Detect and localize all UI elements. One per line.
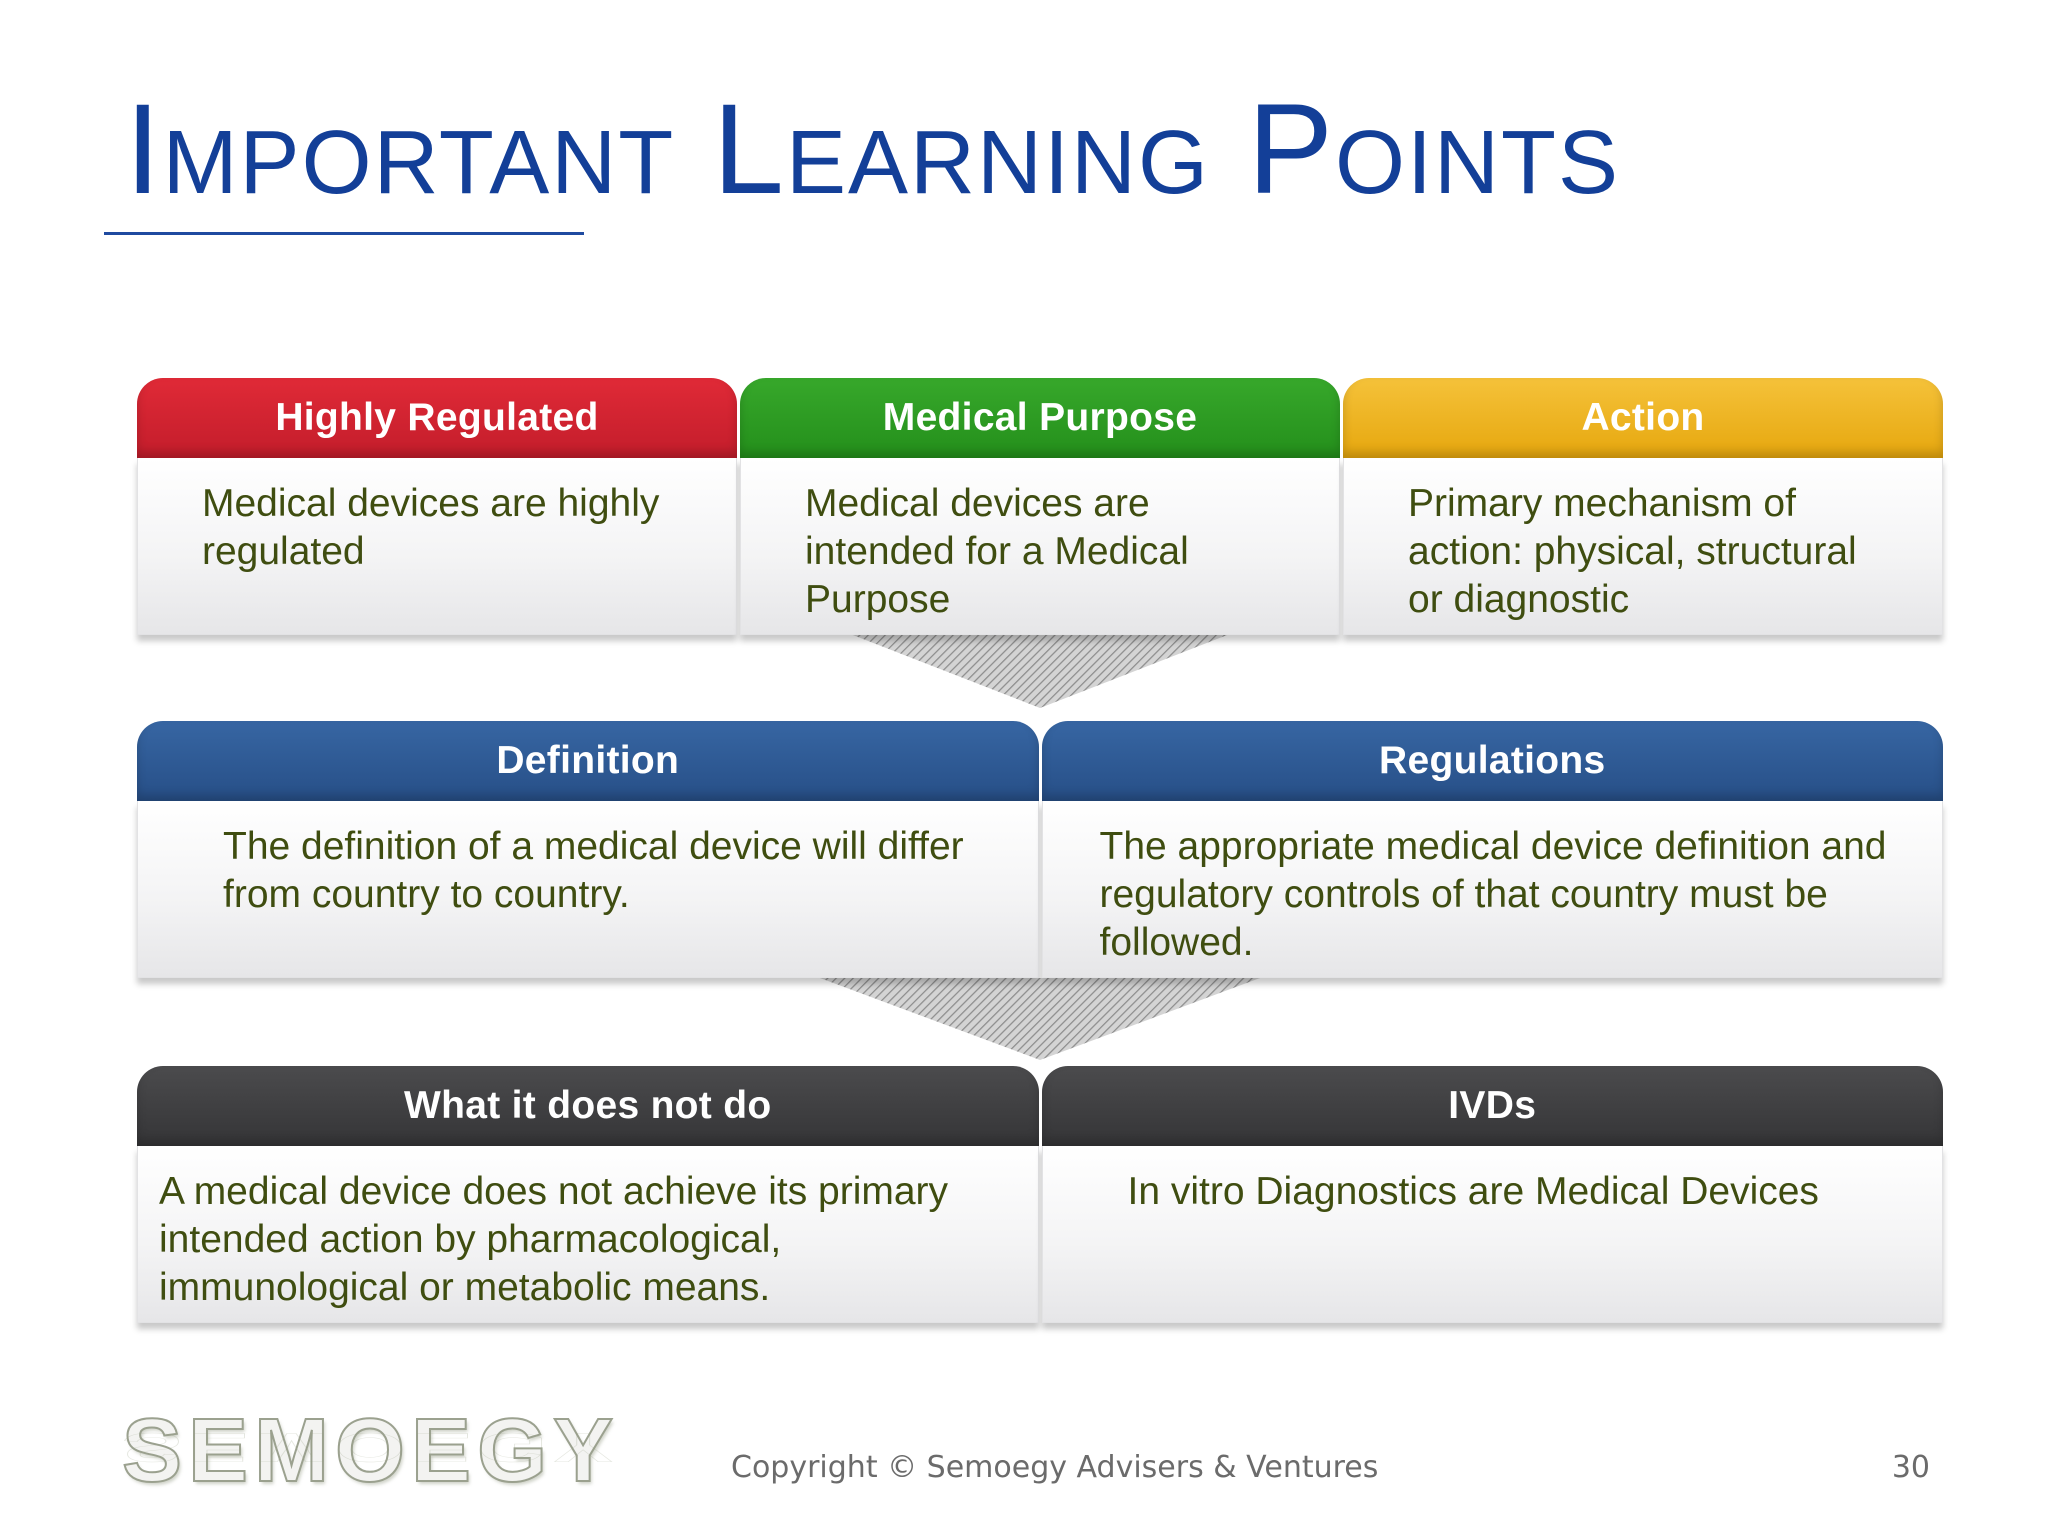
box-what-it-does-not-do: What it does not do A medical device doe… [137,1066,1039,1323]
box-body: The definition of a medical device will … [137,801,1039,978]
connector-arrow-1 [840,630,1240,708]
box-action: Action Primary mechanism of action: phys… [1343,378,1943,635]
box-ivds: IVDs In vitro Diagnostics are Medical De… [1041,1066,1943,1323]
box-body: Medical devices are highly regulated [137,458,737,635]
box-header: IVDs [1041,1066,1943,1146]
row-definition-regulations: Definition The definition of a medical d… [137,721,1943,978]
page-title: Important Learning Points [125,78,1620,221]
row-principles: Highly Regulated Medical devices are hig… [137,378,1943,635]
box-header: Definition [137,721,1039,801]
box-body: Medical devices are intended for a Medic… [740,458,1340,635]
box-definition: Definition The definition of a medical d… [137,721,1039,978]
copyright-text: Copyright © Semoegy Advisers & Ventures [731,1450,1379,1485]
connector-arrow-2 [820,978,1260,1060]
box-header: What it does not do [137,1066,1039,1146]
box-header: Highly Regulated [137,378,737,458]
row-exclusions: What it does not do A medical device doe… [137,1066,1943,1323]
box-highly-regulated: Highly Regulated Medical devices are hig… [137,378,737,635]
page-number: 30 [1891,1450,1930,1485]
semoegy-logo: SEMOEGY [121,1400,620,1502]
box-body: Primary mechanism of action: physical, s… [1343,458,1943,635]
title-underline [104,232,584,235]
learning-points-diagram: Highly Regulated Medical devices are hig… [137,378,1943,1323]
box-regulations: Regulations The appropriate medical devi… [1041,721,1943,978]
box-body: A medical device does not achieve its pr… [137,1146,1039,1323]
box-body: In vitro Diagnostics are Medical Devices [1041,1146,1943,1323]
box-header: Regulations [1041,721,1943,801]
box-header: Action [1343,378,1943,458]
box-medical-purpose: Medical Purpose Medical devices are inte… [740,378,1340,635]
box-header: Medical Purpose [740,378,1340,458]
box-body: The appropriate medical device definitio… [1041,801,1943,978]
